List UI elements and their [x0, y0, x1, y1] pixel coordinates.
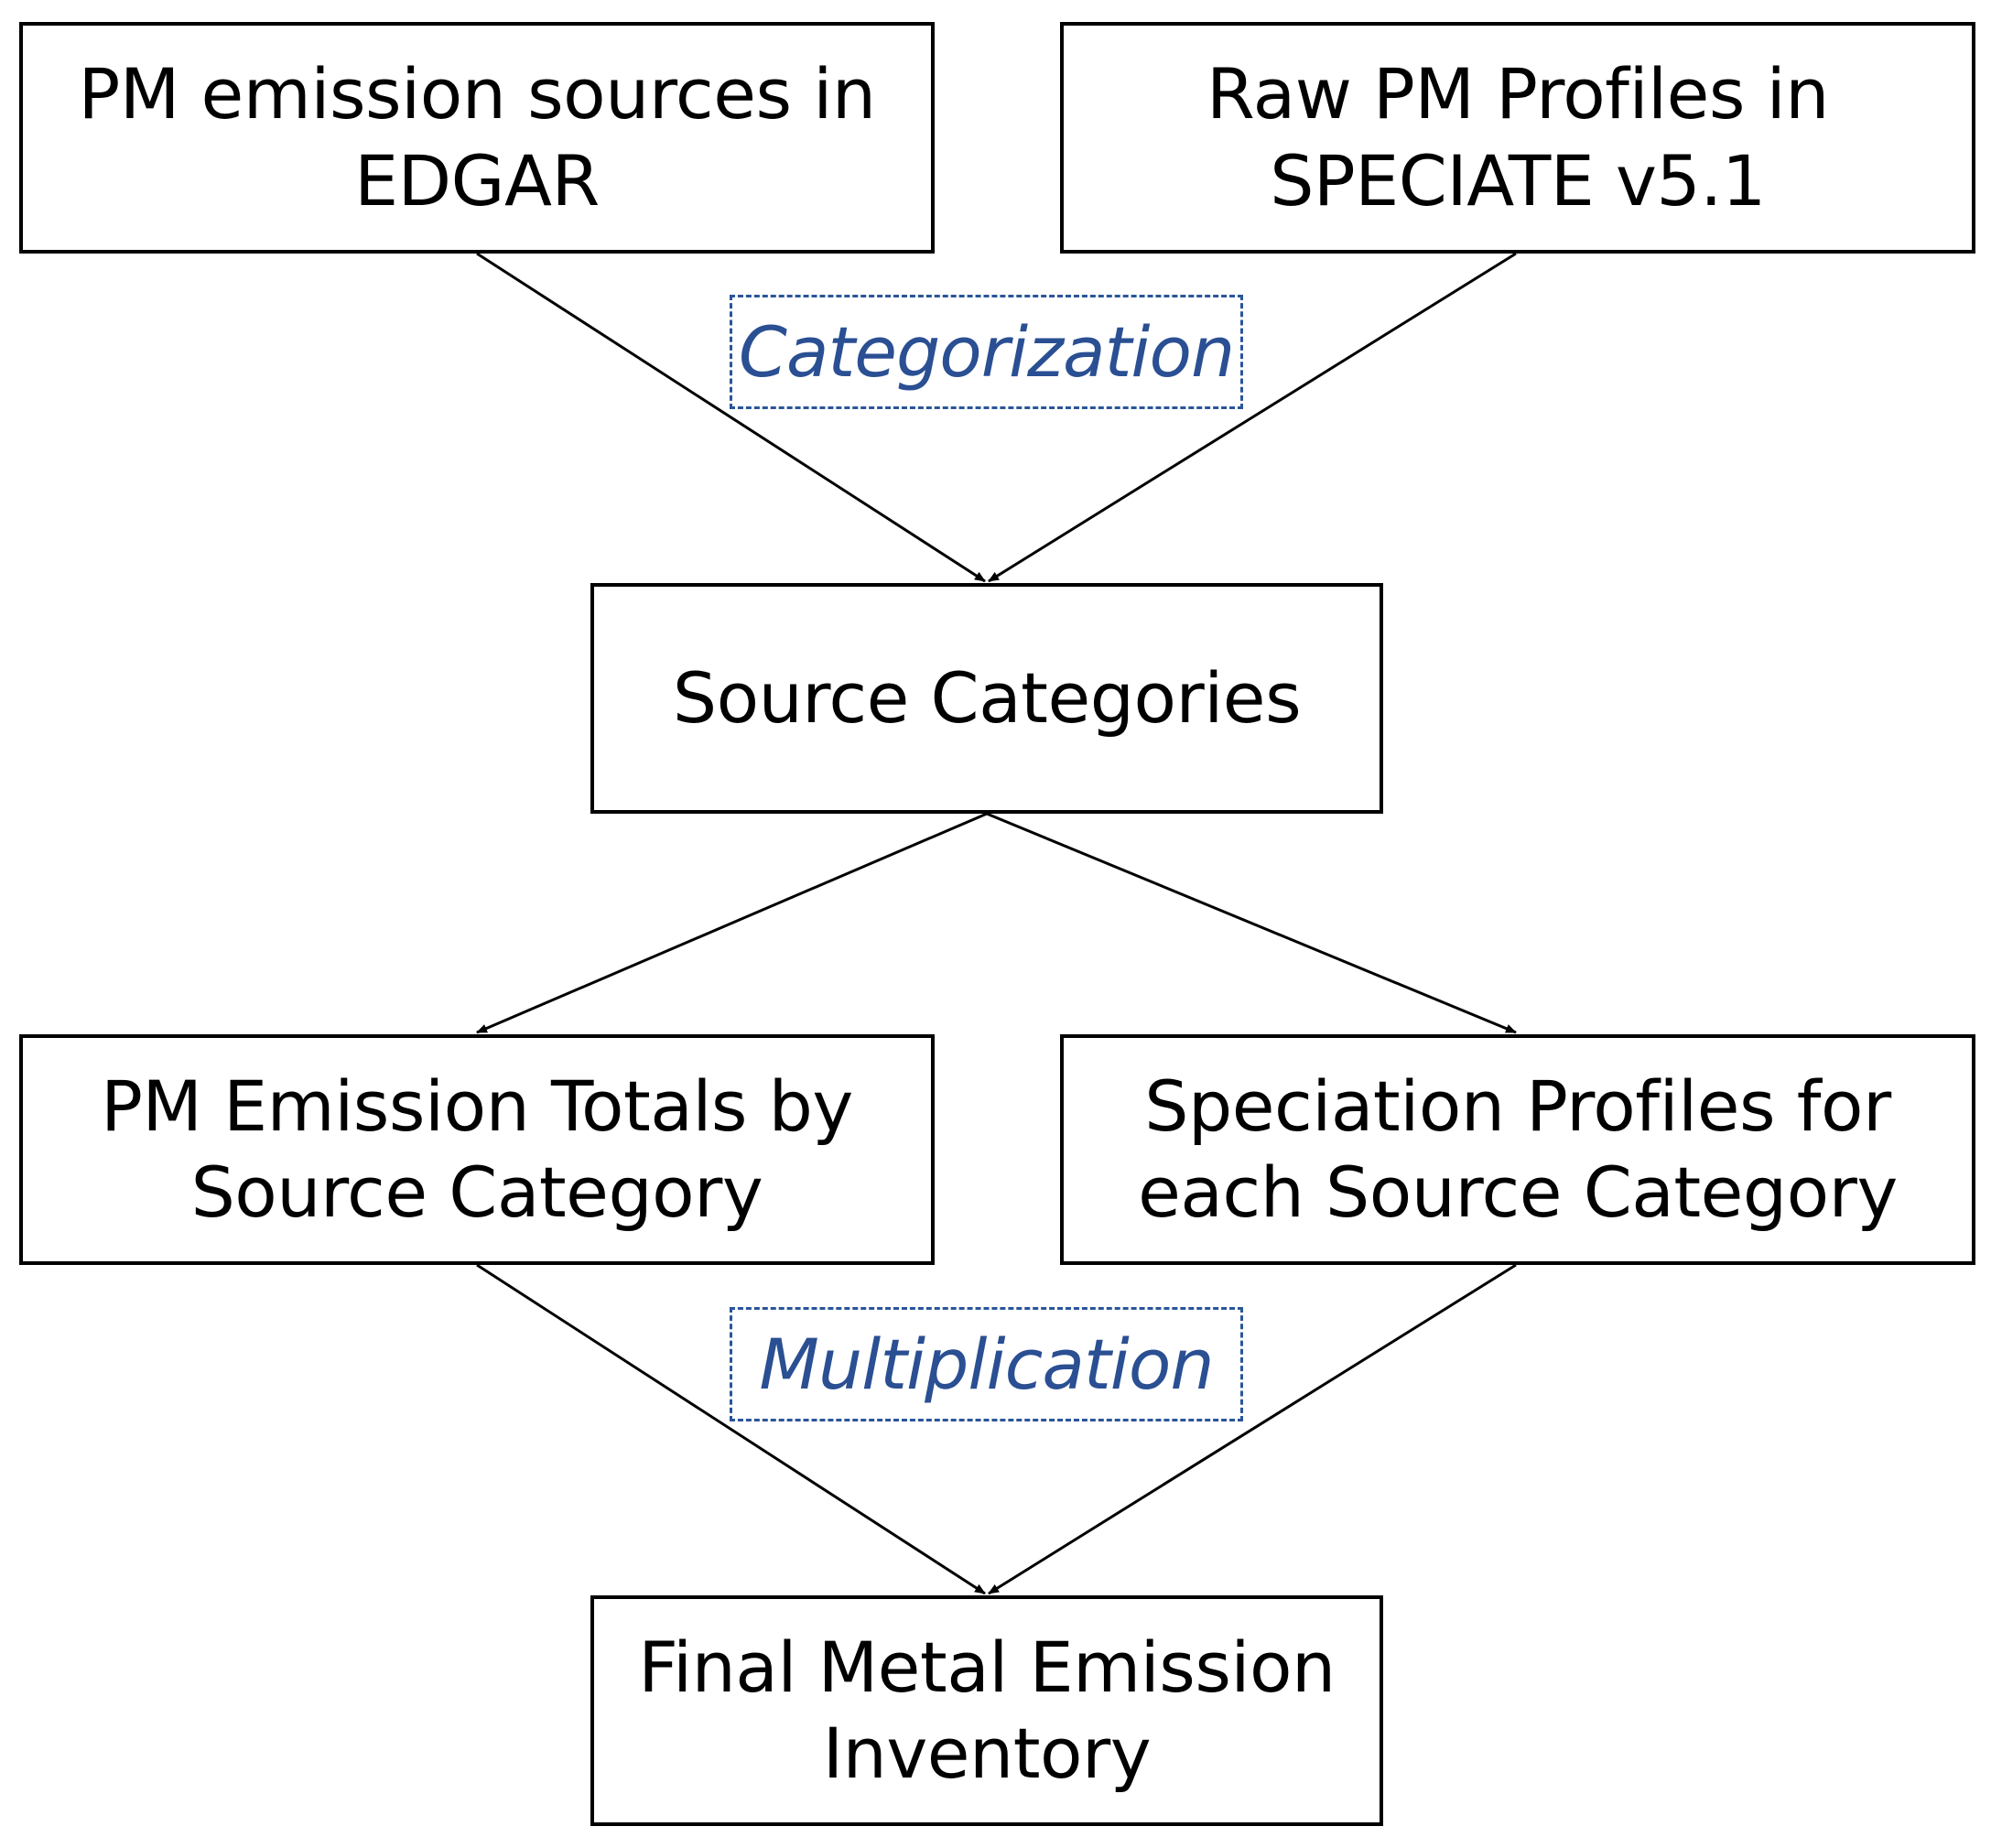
speciate-profiles-line-1: Raw PM Profiles in — [1207, 53, 1829, 135]
categorization-step-text: Categorization — [738, 311, 1235, 393]
edgar-sources-line-1: PM emission sources in — [78, 53, 876, 135]
source-categories-line-1: Source Categories — [672, 656, 1302, 739]
speciate-profiles-box: Raw PM Profiles in SPECIATE v5.1 — [1060, 22, 1975, 254]
emission-totals-box: PM Emission Totals by Source Category — [19, 1034, 935, 1265]
speciation-profiles-line-1: Speciation Profiles for — [1144, 1064, 1891, 1147]
speciation-profiles-box: Speciation Profiles for each Source Cate… — [1060, 1034, 1975, 1265]
speciation-profiles-line-2: each Source Category — [1138, 1151, 1898, 1233]
categorization-step-label: Categorization — [730, 295, 1243, 409]
final-inventory-line-1: Final Metal Emission — [638, 1626, 1336, 1708]
edgar-sources-line-2: EDGAR — [354, 139, 600, 222]
arrow-profiles-to-final — [988, 1263, 1517, 1595]
multiplication-step-label: Multiplication — [730, 1307, 1243, 1421]
speciate-profiles-line-2: SPECIATE v5.1 — [1270, 139, 1766, 222]
arrow-source-categories-to-profiles — [986, 812, 1517, 1034]
source-categories-box: Source Categories — [590, 583, 1383, 814]
arrow-source-categories-to-totals — [476, 812, 988, 1034]
emission-totals-line-2: Source Category — [190, 1151, 763, 1233]
arrow-edgar-to-source-categories — [476, 252, 986, 583]
edgar-sources-box: PM emission sources in EDGAR — [19, 22, 935, 254]
final-inventory-line-2: Inventory — [822, 1713, 1152, 1794]
multiplication-step-text: Multiplication — [759, 1324, 1214, 1405]
arrow-speciate-to-source-categories — [988, 252, 1517, 583]
emission-totals-line-1: PM Emission Totals by — [101, 1064, 853, 1147]
final-inventory-box: Final Metal Emission Inventory — [590, 1595, 1383, 1826]
arrow-totals-to-final — [476, 1263, 986, 1595]
